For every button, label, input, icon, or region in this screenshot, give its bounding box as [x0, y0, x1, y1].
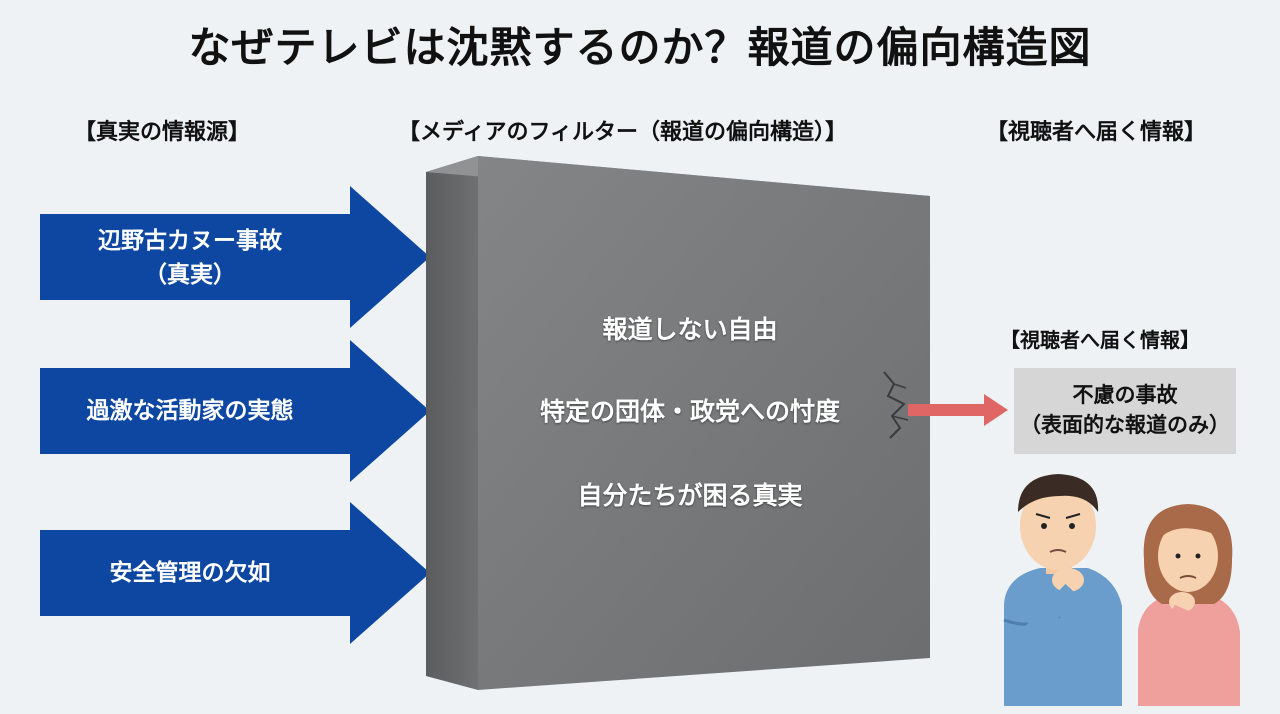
source-label-activists: 過激な活動家の実態 — [40, 394, 340, 428]
arrow-label-line2: （真実） — [144, 262, 236, 288]
wall-front — [478, 156, 930, 690]
source-label-kayak-accident: 辺野古カヌー事故 （真実） — [40, 224, 340, 292]
wall-text-freedom-not-to-report: 報道しない自由 — [602, 315, 778, 344]
man-figure-icon — [1003, 474, 1122, 706]
leak-arrow — [908, 394, 1008, 426]
viewer-box-line2: （表面的な報道のみ） — [1020, 413, 1230, 437]
header-media-filter: 【メディアのフィルター（報道の偏向構造）】 — [398, 120, 848, 145]
viewer-box-line1: 不慮の事故 — [1072, 383, 1178, 407]
source-arrow-activists: 過激な活動家の実態 — [40, 340, 430, 482]
arrow-label-line1: 辺野古カヌー事故 — [98, 228, 282, 254]
source-arrow-kayak-accident: 辺野古カヌー事故 （真実） — [40, 186, 430, 328]
blue-arrow-shape — [40, 186, 430, 328]
wall-text-inconvenient-truth: 自分たちが困る真実 — [577, 481, 803, 510]
header-viewer-info: 【視聴者へ届く情報】 — [986, 120, 1207, 145]
wall-text-deference: 特定の団体・政党への忖度 — [539, 397, 840, 426]
arrow-label-line1: 過激な活動家の実態 — [86, 398, 294, 424]
source-arrow-safety: 安全管理の欠如 — [40, 502, 430, 644]
source-label-safety: 安全管理の欠如 — [40, 556, 340, 590]
blue-arrow-shape — [40, 502, 430, 644]
header-true-source: 【真実の情報源】 — [74, 120, 251, 145]
viewer-info-label: 【視聴者へ届く情報】 — [1000, 328, 1200, 352]
wall-side — [426, 156, 478, 690]
woman-figure-icon — [1138, 504, 1240, 706]
viewer-info-box: 不慮の事故 （表面的な報道のみ） — [1014, 368, 1236, 454]
wall-crack-branch — [891, 383, 909, 421]
blue-arrow-shape — [40, 340, 430, 482]
diagram-title: なぜテレビは沈黙するのか？報道の偏向構造図 — [188, 23, 1092, 72]
arrow-label-line1: 安全管理の欠如 — [109, 560, 271, 586]
